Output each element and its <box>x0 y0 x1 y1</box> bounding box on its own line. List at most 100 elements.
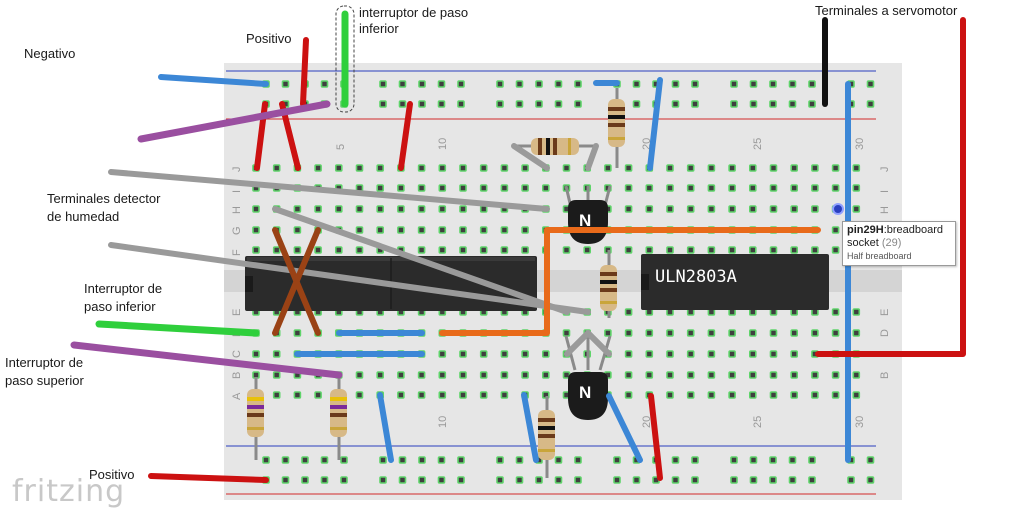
breadboard-hole[interactable] <box>438 350 447 358</box>
breadboard-hole[interactable] <box>554 100 563 108</box>
breadboard-hole[interactable] <box>355 226 364 234</box>
breadboard-hole[interactable] <box>314 391 322 399</box>
breadboard-hole[interactable] <box>748 329 757 337</box>
breadboard-hole[interactable] <box>293 391 302 399</box>
wire-red[interactable] <box>648 393 663 481</box>
breadboard-hole[interactable] <box>790 164 799 172</box>
breadboard-hole[interactable] <box>376 205 385 213</box>
breadboard-hole[interactable] <box>314 164 322 172</box>
breadboard-hole[interactable] <box>671 456 680 464</box>
breadboard-hole[interactable] <box>397 371 405 379</box>
breadboard-hole[interactable] <box>272 350 281 358</box>
breadboard-hole[interactable] <box>831 246 840 254</box>
breadboard-hole[interactable] <box>852 184 861 192</box>
breadboard-hole[interactable] <box>438 371 447 379</box>
breadboard-hole[interactable] <box>769 205 778 213</box>
breadboard-hole[interactable] <box>459 184 467 192</box>
breadboard-hole[interactable] <box>730 80 738 88</box>
breadboard-hole[interactable] <box>666 184 674 192</box>
breadboard-hole[interactable] <box>398 100 407 108</box>
breadboard-hole[interactable] <box>831 164 840 172</box>
breadboard-hole[interactable] <box>852 391 861 399</box>
breadboard-hole[interactable] <box>417 164 426 172</box>
breadboard-hole[interactable] <box>417 226 426 234</box>
breadboard-hole[interactable] <box>691 100 699 108</box>
resistor[interactable] <box>514 138 596 155</box>
breadboard-hole[interactable] <box>645 350 654 358</box>
breadboard-hole[interactable] <box>686 184 695 192</box>
breadboard-hole[interactable] <box>562 164 571 172</box>
breadboard-hole[interactable] <box>686 329 695 337</box>
breadboard-hole[interactable] <box>691 456 699 464</box>
breadboard-hole[interactable] <box>583 246 592 254</box>
breadboard-hole[interactable] <box>521 371 529 379</box>
breadboard-hole[interactable] <box>749 100 758 108</box>
wire-green[interactable] <box>95 320 260 337</box>
breadboard-hole[interactable] <box>574 456 582 464</box>
breadboard-hole[interactable] <box>645 184 654 192</box>
breadboard-hole[interactable] <box>459 350 467 358</box>
breadboard-hole[interactable] <box>479 371 488 379</box>
breadboard-hole[interactable] <box>314 246 322 254</box>
breadboard-hole[interactable] <box>535 476 543 484</box>
breadboard-hole[interactable] <box>728 329 736 337</box>
resistor[interactable] <box>330 377 347 460</box>
resistor[interactable] <box>247 377 264 460</box>
breadboard-hole[interactable] <box>379 476 387 484</box>
breadboard-hole[interactable] <box>707 205 716 213</box>
breadboard-hole[interactable] <box>438 391 447 399</box>
breadboard-hole[interactable] <box>554 476 563 484</box>
breadboard-hole[interactable] <box>272 371 281 379</box>
breadboard-hole[interactable] <box>541 184 550 192</box>
breadboard-hole[interactable] <box>397 226 405 234</box>
breadboard-hole[interactable] <box>624 371 633 379</box>
breadboard-hole[interactable] <box>457 100 465 108</box>
breadboard-hole[interactable] <box>252 226 260 234</box>
breadboard-hole[interactable] <box>866 80 875 88</box>
breadboard-hole[interactable] <box>281 80 290 88</box>
breadboard-hole[interactable] <box>272 246 281 254</box>
breadboard-hole[interactable] <box>671 476 680 484</box>
breadboard-hole[interactable] <box>769 350 778 358</box>
wire-gray[interactable] <box>564 330 591 357</box>
breadboard-hole[interactable] <box>728 391 736 399</box>
wire-purple[interactable] <box>137 100 331 143</box>
breadboard-hole[interactable] <box>379 80 387 88</box>
breadboard-hole[interactable] <box>866 456 875 464</box>
breadboard-hole[interactable] <box>301 476 309 484</box>
breadboard-hole[interactable] <box>748 391 757 399</box>
ic-chip-uln2803a[interactable]: ULN2803A <box>641 254 829 310</box>
breadboard-hole[interactable] <box>459 226 467 234</box>
breadboard-hole[interactable] <box>459 391 467 399</box>
breadboard-hole[interactable] <box>831 391 840 399</box>
wire-gray[interactable] <box>108 169 550 212</box>
breadboard-hole[interactable] <box>541 350 550 358</box>
breadboard-hole[interactable] <box>262 456 270 464</box>
breadboard-hole[interactable] <box>281 476 290 484</box>
breadboard-hole[interactable] <box>707 246 716 254</box>
breadboard-hole[interactable] <box>666 391 674 399</box>
breadboard-hole[interactable] <box>624 205 633 213</box>
breadboard-hole[interactable] <box>748 164 757 172</box>
breadboard-hole[interactable] <box>281 456 290 464</box>
breadboard-hole[interactable] <box>379 100 387 108</box>
wire-purple[interactable] <box>70 341 343 379</box>
breadboard-hole[interactable] <box>574 476 582 484</box>
breadboard-hole[interactable] <box>541 371 550 379</box>
breadboard-hole[interactable] <box>521 164 529 172</box>
breadboard-hole[interactable] <box>515 456 524 464</box>
breadboard-hole[interactable] <box>418 456 426 464</box>
breadboard-hole[interactable] <box>355 391 364 399</box>
breadboard-hole[interactable] <box>686 371 695 379</box>
breadboard-hole[interactable] <box>790 184 799 192</box>
breadboard-hole[interactable] <box>397 391 405 399</box>
breadboard-hole[interactable] <box>730 456 738 464</box>
breadboard-hole[interactable] <box>574 80 582 88</box>
breadboard-hole[interactable] <box>666 329 674 337</box>
breadboard-hole[interactable] <box>355 371 364 379</box>
breadboard-hole[interactable] <box>748 184 757 192</box>
breadboard-hole[interactable] <box>831 329 840 337</box>
breadboard-hole[interactable] <box>808 80 816 88</box>
breadboard-hole[interactable] <box>521 184 529 192</box>
breadboard-hole[interactable] <box>790 246 799 254</box>
